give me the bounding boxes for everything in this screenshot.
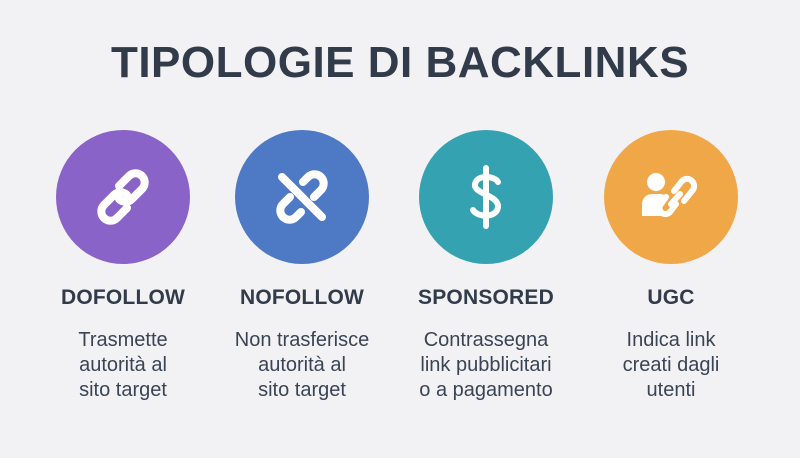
card-nofollow: NOFOLLOW Non trasferisce autorità al sit… — [207, 130, 397, 403]
ugc-label: UGC — [647, 286, 695, 309]
user-link-icon — [642, 172, 698, 217]
dofollow-circle — [56, 130, 190, 264]
dofollow-label: DOFOLLOW — [60, 286, 186, 309]
card-ugc: UGC Indica link creati dagli utenti — [576, 130, 766, 403]
card-dofollow: DOFOLLOW Trasmette autorità al sito targ… — [28, 130, 218, 403]
sponsored-description: Contrassegna link pubblicitari o a pagam… — [419, 329, 553, 401]
page-title: TIPOLOGIE DI BACKLINKS — [110, 38, 690, 87]
ugc-description: Indica link creati dagli utenti — [622, 329, 720, 401]
card-sponsored: SPONSORED Contrassegna link pubblicitari… — [391, 130, 581, 403]
chain-link-icon — [97, 169, 149, 225]
sponsored-label: SPONSORED — [418, 286, 554, 309]
dollar-icon — [470, 165, 501, 229]
nofollow-label: NOFOLLOW — [239, 286, 365, 309]
sponsored-circle — [419, 130, 553, 264]
ugc-circle — [604, 130, 738, 264]
broken-link-icon — [276, 170, 328, 224]
nofollow-description: Non trasferisce autorità al sito target — [234, 329, 370, 401]
nofollow-circle — [235, 130, 369, 264]
dofollow-description: Trasmette autorità al sito target — [78, 329, 168, 401]
